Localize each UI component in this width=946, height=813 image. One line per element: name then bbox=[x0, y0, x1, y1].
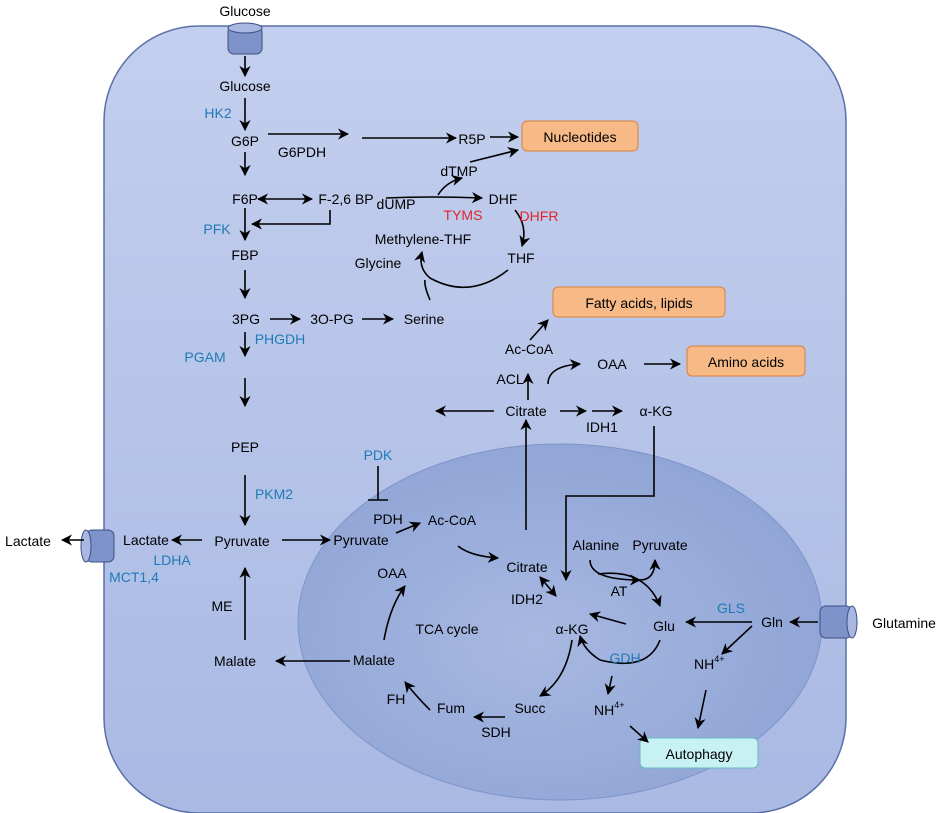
glutamine-external: Glutamine bbox=[872, 615, 936, 631]
dhf-label: DHF bbox=[489, 191, 518, 207]
pkm2-label: PKM2 bbox=[255, 486, 293, 502]
pyruvate-mito-label: Pyruvate bbox=[333, 532, 388, 548]
nh4-cytosol-label: NH4+ bbox=[694, 654, 725, 672]
hk2-label: HK2 bbox=[204, 105, 231, 121]
fatty-acids-label: Fatty acids, lipids bbox=[585, 295, 692, 311]
nucleotides-label: Nucleotides bbox=[543, 129, 616, 145]
gln-label: Gln bbox=[761, 614, 783, 630]
pathway-arrows bbox=[60, 56, 818, 743]
oaa-mito-label: OAA bbox=[377, 565, 407, 581]
pyruvate-label: Pyruvate bbox=[214, 533, 269, 549]
ldha-label: LDHA bbox=[153, 552, 191, 568]
akg-cytosol-label: α-KG bbox=[640, 403, 673, 419]
pdh-label: PDH bbox=[373, 511, 403, 527]
glucose-transporter bbox=[227, 22, 263, 55]
dump-label: dUMP bbox=[377, 196, 416, 212]
fum-label: Fum bbox=[437, 700, 465, 716]
serine-label: Serine bbox=[404, 311, 445, 327]
lactate-external: Lactate bbox=[5, 533, 51, 549]
g6p-label: G6P bbox=[231, 133, 259, 149]
autophagy-label: Autophagy bbox=[666, 746, 733, 762]
dhfr-label: DHFR bbox=[520, 208, 559, 224]
akg-mito-label: α-KG bbox=[556, 621, 589, 637]
nh4-mito-label: NH4+ bbox=[594, 700, 625, 718]
nucleotides-box: Nucleotides bbox=[521, 120, 639, 152]
tyms-label: TYMS bbox=[444, 207, 483, 223]
dtmp-label: dTMP bbox=[440, 163, 477, 179]
at-label: AT bbox=[611, 583, 628, 599]
oaa-cytosol-label: OAA bbox=[597, 356, 627, 372]
fh-label: FH bbox=[387, 691, 406, 707]
f26bp-label: F-2,6 BP bbox=[318, 191, 373, 207]
sdh-label: SDH bbox=[481, 724, 511, 740]
gdh-label: GDH bbox=[609, 650, 640, 666]
thf-label: THF bbox=[507, 250, 534, 266]
3pg-label: 3PG bbox=[232, 311, 260, 327]
citrate-cytosol-label: Citrate bbox=[505, 403, 546, 419]
glycine-label: Glycine bbox=[355, 255, 402, 271]
g6pdh-label: G6PDH bbox=[278, 144, 326, 160]
amino-acids-box: Amino acids bbox=[686, 345, 806, 377]
phgdh-label: PHGDH bbox=[255, 331, 306, 347]
pfk-label: PFK bbox=[203, 221, 231, 237]
acoa-cytosol-label: Ac-CoA bbox=[505, 341, 554, 357]
pyruvate-at-label: Pyruvate bbox=[632, 537, 687, 553]
glu-label: Glu bbox=[653, 618, 675, 634]
autophagy-box: Autophagy bbox=[639, 737, 759, 769]
3opg-label: 3O-PG bbox=[310, 311, 354, 327]
gls-label: GLS bbox=[717, 600, 745, 616]
malate-cytosol-label: Malate bbox=[214, 653, 256, 669]
acl-label: ACL bbox=[496, 371, 523, 387]
idh2-label: IDH2 bbox=[511, 591, 543, 607]
pdk-label: PDK bbox=[364, 447, 393, 463]
idh1-label: IDH1 bbox=[586, 419, 618, 435]
glucose-label: Glucose bbox=[219, 78, 271, 94]
citrate-mito-label: Citrate bbox=[506, 559, 547, 575]
pep-label: PEP bbox=[231, 439, 259, 455]
mct-label: MCT1,4 bbox=[109, 569, 159, 585]
acoa-mito-label: Ac-CoA bbox=[428, 512, 477, 528]
methylene-thf-label: Methylene-THF bbox=[375, 231, 471, 247]
pgam-label: PGAM bbox=[184, 349, 225, 365]
lactate-internal-label: Lactate bbox=[123, 532, 169, 548]
fatty-acids-box: Fatty acids, lipids bbox=[552, 286, 726, 318]
amino-acids-label: Amino acids bbox=[708, 354, 784, 370]
succ-label: Succ bbox=[514, 700, 545, 716]
glucose-external: Glucose bbox=[219, 3, 271, 19]
r5p-label: R5P bbox=[458, 131, 485, 147]
tca-cycle-label: TCA cycle bbox=[415, 621, 478, 637]
lactate-transporter bbox=[80, 529, 115, 563]
me-label: ME bbox=[212, 598, 233, 614]
malate-mito-label: Malate bbox=[353, 652, 395, 668]
fbp-label: FBP bbox=[231, 247, 258, 263]
f6p-label: F6P bbox=[232, 191, 258, 207]
glutamine-transporter bbox=[819, 605, 858, 639]
alanine-label: Alanine bbox=[573, 537, 620, 553]
